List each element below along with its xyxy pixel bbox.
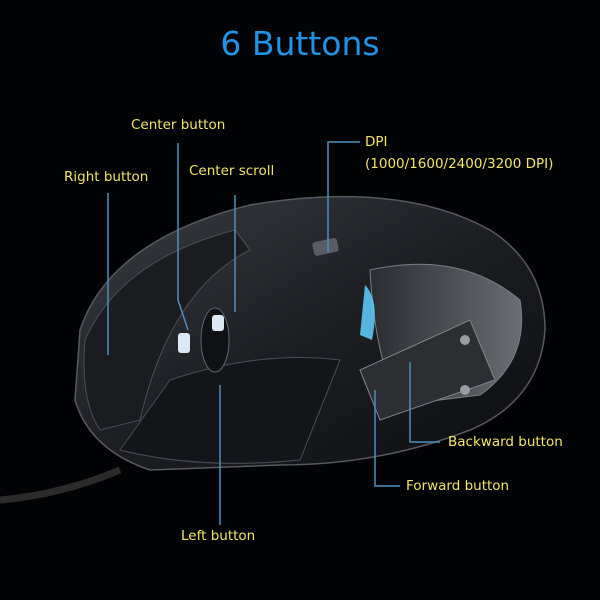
blue-led [360, 285, 375, 340]
right-button-shell [83, 229, 251, 431]
side-buttons [359, 319, 496, 421]
dpi-button [312, 238, 339, 256]
label-backward-button: Backward button [448, 434, 563, 450]
label-right-button: Right button [64, 169, 149, 185]
label-dpi-values: (1000/1600/2400/3200 DPI) [365, 156, 554, 172]
label-forward-button: Forward button [406, 478, 510, 494]
mouse-cable [0, 466, 122, 504]
label-left-button: Left button [181, 528, 256, 544]
label-center-button: Center button [131, 117, 226, 133]
label-center-scroll: Center scroll [189, 163, 275, 179]
leader-lines [107, 141, 440, 525]
page-title: 6 Buttons [220, 24, 380, 63]
label-dpi: DPI [365, 134, 388, 150]
